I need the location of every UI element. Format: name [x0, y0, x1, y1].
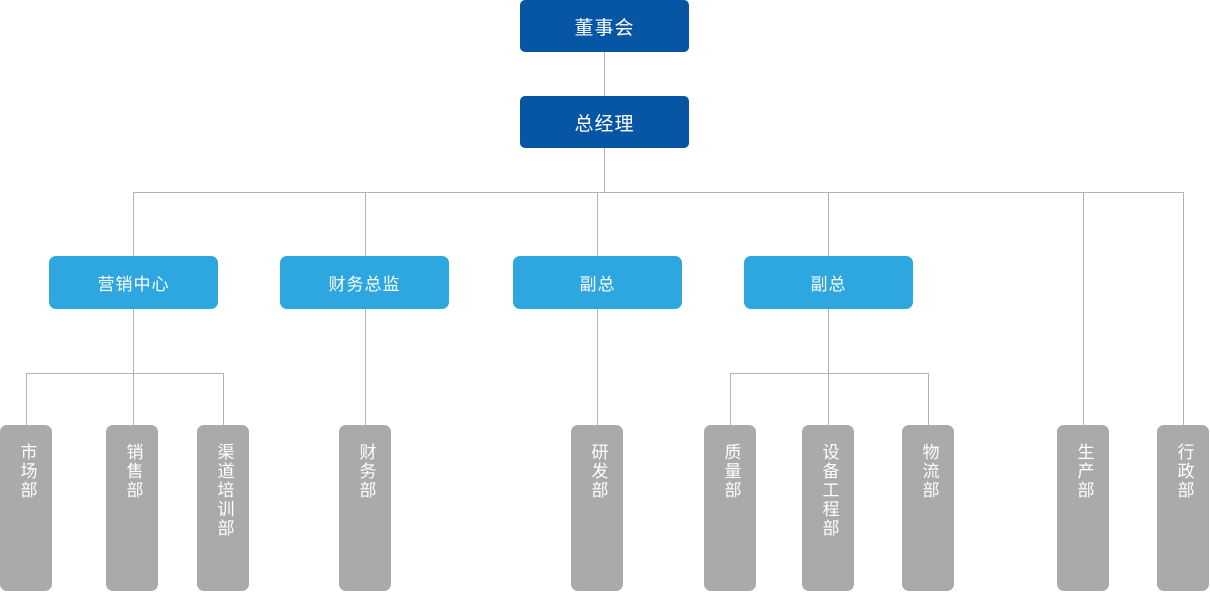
- node-market-dept[interactable]: 市场部: [0, 425, 52, 591]
- connector-to-sales-dept: [133, 373, 134, 425]
- node-general-manager-label: 总经理: [574, 112, 635, 135]
- node-board-label: 董事会: [574, 16, 635, 39]
- node-rd-dept-label: 研发部: [587, 443, 608, 500]
- connector-to-rd-dept: [597, 309, 598, 425]
- connector-to-logistics-dept: [928, 373, 929, 425]
- node-administration-dept-label: 行政部: [1173, 443, 1194, 500]
- connector-to-quality-dept: [730, 373, 731, 425]
- node-sales-dept[interactable]: 销售部: [106, 425, 158, 591]
- node-production-dept-label: 生产部: [1073, 443, 1094, 500]
- node-finance-dept-label: 财务部: [355, 443, 376, 500]
- connector-gm-stem: [604, 148, 605, 192]
- node-general-manager[interactable]: 总经理: [520, 96, 689, 148]
- connector-to-finance-dept: [365, 309, 366, 425]
- connector-board-to-gm: [604, 52, 605, 96]
- node-production-dept[interactable]: 生产部: [1057, 425, 1109, 591]
- node-logistics-dept-label: 物流部: [918, 443, 939, 500]
- node-vice-president-2[interactable]: 副总: [744, 256, 913, 309]
- node-vice-president-1-label: 副总: [579, 275, 616, 295]
- connector-bus-to-vice-president-2: [828, 192, 829, 256]
- node-rd-dept[interactable]: 研发部: [571, 425, 623, 591]
- connector-to-equipment-engineering-dept: [828, 373, 829, 425]
- connector-marketing-center-bus: [26, 373, 224, 374]
- connector-vice-president-2-bus: [730, 373, 928, 374]
- node-quality-dept[interactable]: 质量部: [704, 425, 756, 591]
- node-sales-dept-label: 销售部: [122, 443, 143, 500]
- connector-marketing-center-stem: [133, 309, 134, 373]
- connector-to-channel-training-dept: [223, 373, 224, 425]
- node-marketing-center[interactable]: 营销中心: [49, 256, 218, 309]
- node-board[interactable]: 董事会: [520, 0, 689, 52]
- connector-bus-to-marketing-center: [133, 192, 134, 256]
- node-vice-president-2-label: 副总: [810, 275, 847, 295]
- node-marketing-center-label: 营销中心: [97, 275, 170, 295]
- node-market-dept-label: 市场部: [16, 443, 37, 500]
- connector-bus-to-administration-dept: [1183, 192, 1184, 425]
- node-logistics-dept[interactable]: 物流部: [902, 425, 954, 591]
- connector-bus-to-finance-director: [365, 192, 366, 256]
- connector-level1-bus: [133, 192, 1184, 193]
- connector-to-market-dept: [26, 373, 27, 425]
- node-equipment-engineering-dept[interactable]: 设备工程部: [802, 425, 854, 591]
- node-channel-training-dept-label: 渠道培训部: [213, 443, 234, 538]
- node-finance-director[interactable]: 财务总监: [280, 256, 449, 309]
- connector-vice-president-2-stem: [828, 309, 829, 373]
- node-finance-director-label: 财务总监: [328, 275, 401, 295]
- node-equipment-engineering-dept-label: 设备工程部: [818, 443, 839, 538]
- connector-bus-to-production-dept: [1083, 192, 1084, 425]
- node-channel-training-dept[interactable]: 渠道培训部: [197, 425, 249, 591]
- connector-bus-to-vice-president-1: [597, 192, 598, 256]
- node-finance-dept[interactable]: 财务部: [339, 425, 391, 591]
- node-administration-dept[interactable]: 行政部: [1157, 425, 1209, 591]
- node-vice-president-1[interactable]: 副总: [513, 256, 682, 309]
- node-quality-dept-label: 质量部: [720, 443, 741, 500]
